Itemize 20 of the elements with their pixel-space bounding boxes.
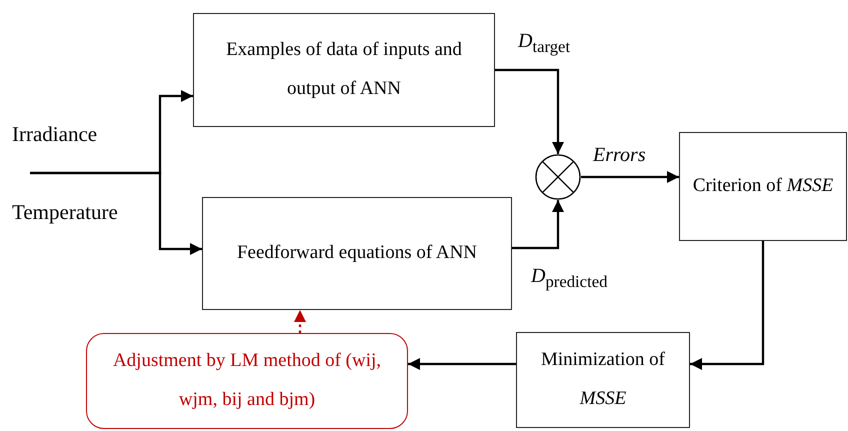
dotted-arrow [294,310,306,333]
input-label: Temperature [12,200,118,225]
box-text: Minimization of MSSE [540,348,666,411]
arrow [581,171,679,183]
box-text: Examples of data of inputs and output of ANN [225,38,463,101]
arrow [690,241,764,370]
process-box [679,132,847,241]
arrow [30,172,202,255]
process-box [193,13,495,127]
box-text: Feedforward equations of ANN [236,241,478,266]
box-text: Adjustment by LM method of (wij, wjm, bij and bjm) [112,349,382,412]
input-label: Irradiance [12,122,98,147]
arrow [512,200,564,250]
arrow [408,358,516,370]
process-box [202,197,512,310]
multiplier-circle [535,154,581,200]
box-text: Criterion of MSSE [692,174,834,198]
rounded-box [86,333,408,429]
process-box [516,332,690,428]
arrow [495,68,564,154]
